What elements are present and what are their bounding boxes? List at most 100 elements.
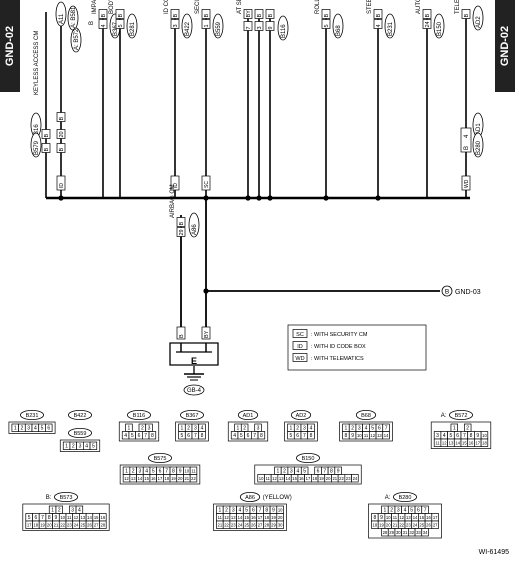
connector-b280-pin-25: 25 bbox=[419, 523, 424, 528]
branch-security-cm-marker bbox=[201, 175, 211, 191]
connector-a86-pin-4: 4 bbox=[239, 508, 242, 514]
branch-keyless-conn-b16-text: B16 bbox=[34, 124, 40, 135]
branch-steering-angle-pin-0 bbox=[373, 9, 383, 19]
connector-b150-pin-24-cell bbox=[351, 474, 359, 483]
connector-b572-pin-17: 17 bbox=[475, 441, 480, 446]
ground-pin-b-text: B bbox=[179, 334, 185, 338]
connector-b422-label-oval bbox=[68, 409, 93, 420]
connector-a86-pin-23: 23 bbox=[231, 523, 236, 528]
connector-a86-pin-15: 15 bbox=[244, 515, 249, 520]
legend-text-1: : WITH ID CODE BOX bbox=[311, 344, 366, 350]
branch-at-select-pin-9 bbox=[265, 21, 275, 31]
junction-dot-2 bbox=[245, 195, 251, 201]
connector-b575-pin-11: 11 bbox=[191, 469, 196, 474]
ground-pin-b bbox=[176, 326, 186, 340]
connector-b367-label: B367 bbox=[186, 413, 199, 419]
connector-b575-pin-8: 8 bbox=[172, 469, 175, 475]
connector-b575-pin-4: 4 bbox=[145, 469, 148, 475]
branch-body-integrated-unit-pin-1 bbox=[115, 19, 125, 29]
branch-keyless-pin-b4 bbox=[41, 143, 51, 153]
branch-steering-angle-pin-1 bbox=[373, 19, 383, 29]
branch-steering-angle-label: STEERING ANGLE SENSOR bbox=[367, 0, 373, 14]
connector-b280-pin-18: 18 bbox=[373, 523, 378, 528]
connector-b280-pin-10: 10 bbox=[386, 515, 391, 520]
connector-a86-pin-16: 16 bbox=[251, 515, 256, 520]
connector-b150-label: B150 bbox=[302, 456, 315, 462]
connector-b150-pin-3: 3 bbox=[290, 469, 293, 475]
connector-b280-pin-32: 32 bbox=[409, 530, 414, 535]
connector-a86-pin-9: 9 bbox=[272, 508, 275, 514]
connector-b572-pin-18-cell bbox=[480, 438, 489, 447]
branch-at-select-pin-b1-text: B bbox=[257, 14, 263, 18]
connector-b367-label-oval bbox=[179, 409, 204, 420]
connector-b575-pin-15: 15 bbox=[144, 476, 149, 481]
connector-b116-pin-8-cell bbox=[148, 431, 157, 440]
airbag-conn bbox=[188, 212, 200, 238]
branch-roll-connector-pin-1 bbox=[321, 19, 331, 29]
branch-impact-sensor-pin-1-text: 4 bbox=[101, 24, 107, 27]
connector-b150-pin-13: 13 bbox=[279, 476, 284, 481]
connector-ad2-pin-7: 7 bbox=[303, 433, 306, 439]
connector-b573-pin-5: 5 bbox=[28, 515, 31, 521]
connector-b573-pin-27: 27 bbox=[94, 523, 99, 528]
connector-b150-pin-19: 19 bbox=[319, 476, 324, 481]
connector-b280-pin-3: 3 bbox=[397, 508, 400, 514]
branch-security-cm-marker-text: SC bbox=[204, 181, 210, 188]
connector-b68-pin-14: 14 bbox=[384, 433, 389, 438]
legend-code-2: WD bbox=[295, 356, 304, 362]
connector-a86-pin-8: 8 bbox=[265, 508, 268, 514]
branch-body-integrated-unit-pin-1-text: 5 bbox=[118, 24, 124, 27]
figure-id: WI-61495 bbox=[478, 549, 509, 556]
branch-steering-angle-pin-1-text: 4 bbox=[376, 24, 382, 27]
connector-b116-pin-6: 6 bbox=[138, 433, 141, 439]
connector-b573-prefix: B: bbox=[46, 495, 52, 501]
connector-b280-pin-27: 27 bbox=[433, 523, 438, 528]
branch-keyless-pin-20 bbox=[56, 129, 66, 139]
connector-b573-label-oval bbox=[54, 491, 79, 502]
airbag-conn-text: A86 bbox=[192, 224, 198, 235]
connector-b150-pin-24: 24 bbox=[353, 476, 358, 481]
connector-b573-pin-9: 9 bbox=[55, 515, 58, 521]
connector-b68-pin-9: 9 bbox=[351, 433, 354, 439]
connector-b280-pin-30: 30 bbox=[396, 530, 401, 535]
connector-b572-pin-16: 16 bbox=[469, 441, 474, 446]
connector-a86-pin-28: 28 bbox=[264, 523, 269, 528]
airbag-pin-29 bbox=[176, 227, 186, 237]
connector-a86-pin-17: 17 bbox=[258, 515, 263, 520]
connector-a86-pin-20: 20 bbox=[278, 515, 283, 520]
connector-b231-label: B231 bbox=[26, 413, 39, 419]
connector-b367-pin-8-cell bbox=[198, 431, 206, 440]
connector-b280-pin-22: 22 bbox=[399, 523, 404, 528]
connector-ad2-pin-3: 3 bbox=[303, 426, 306, 432]
connector-b231-pin-6: 6 bbox=[47, 426, 50, 432]
airbag-pin-b bbox=[176, 217, 186, 227]
connector-b150-pin-17: 17 bbox=[306, 476, 311, 481]
connector-b280-pin-17: 17 bbox=[433, 515, 438, 520]
connector-ad2-pin-8: 8 bbox=[310, 433, 313, 439]
connector-b280-label: B280 bbox=[399, 495, 412, 501]
branch-id-code-box-conn bbox=[181, 13, 193, 39]
connector-b575-label: B575 bbox=[154, 456, 167, 462]
connector-b231-pin-6-cell bbox=[45, 423, 53, 432]
branch-at-select-pin-b2 bbox=[265, 9, 275, 19]
connector-b150-pin-2: 2 bbox=[283, 469, 286, 475]
connector-b280-pin-21: 21 bbox=[393, 523, 398, 528]
connector-a86-suffix: (YELLOW) bbox=[263, 495, 292, 501]
connector-b559-pin-5: 5 bbox=[92, 444, 95, 450]
branch-steering-angle-conn bbox=[384, 13, 396, 39]
connector-b575-pin-6: 6 bbox=[159, 469, 162, 475]
branch-at-select-pin-7 bbox=[243, 21, 253, 31]
connector-a86-pin-2: 2 bbox=[225, 508, 228, 514]
connector-b573-pin-8: 8 bbox=[48, 515, 51, 521]
branch-at-select-conn bbox=[277, 15, 289, 41]
connector-b367-pin-7: 7 bbox=[194, 433, 197, 439]
connector-a86-pin-6: 6 bbox=[252, 508, 255, 514]
connector-b116-pin-4: 4 bbox=[124, 433, 127, 439]
connector-b572-pin-3: 3 bbox=[436, 433, 439, 439]
branch-id-code-box-label: ID CODE BOX bbox=[164, 0, 170, 14]
branch-body-integrated-unit-conn bbox=[126, 13, 138, 39]
branch-telematics-conn-b280 bbox=[472, 132, 484, 158]
connector-b573-pin-20: 20 bbox=[47, 523, 52, 528]
connector-b68-pin-13: 13 bbox=[377, 433, 382, 438]
connector-b573-pin-6: 6 bbox=[34, 515, 37, 521]
